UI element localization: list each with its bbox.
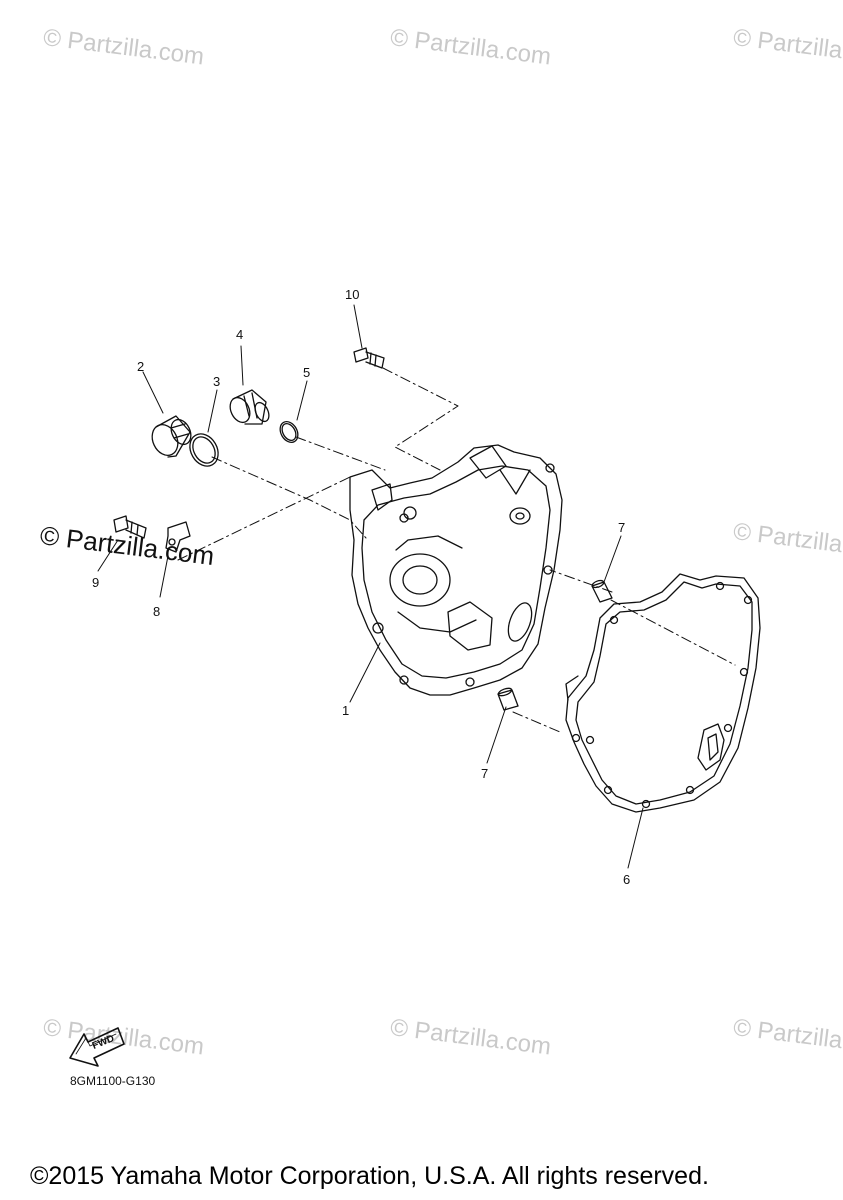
dowel-pin-part-7-lower	[497, 687, 519, 711]
copyright-notice: ©2015 Yamaha Motor Corporation, U.S.A. A…	[30, 1162, 709, 1190]
assembly-lines	[177, 367, 736, 733]
fwd-arrow-icon	[69, 1027, 125, 1067]
bolt-part-10	[353, 347, 385, 369]
callout-8: 8	[153, 604, 161, 619]
gasket-part-6	[565, 573, 761, 813]
callout-7-upper: 7	[618, 520, 626, 535]
o-ring-part-3	[189, 433, 219, 467]
callout-5: 5	[303, 365, 311, 380]
callout-4: 4	[236, 327, 244, 342]
bolt-part-9	[113, 515, 147, 539]
callout-6: 6	[623, 872, 631, 887]
diagram-reference-code: 8GM1100-G130	[70, 1074, 156, 1088]
callout-3: 3	[213, 374, 221, 389]
callout-7-lower: 7	[481, 766, 489, 781]
plug-part-4	[229, 389, 270, 425]
callout-1: 1	[342, 703, 350, 718]
dowel-pin-part-7-upper	[591, 579, 613, 603]
callout-9: 9	[92, 575, 100, 590]
o-ring-part-5	[279, 421, 299, 443]
callout-10: 10	[345, 287, 360, 302]
leader-lines	[97, 304, 644, 869]
clamp-part-8	[165, 521, 191, 553]
callout-2: 2	[137, 359, 145, 374]
crankcase-cover-part-1	[349, 444, 563, 696]
plug-part-2	[151, 415, 192, 458]
